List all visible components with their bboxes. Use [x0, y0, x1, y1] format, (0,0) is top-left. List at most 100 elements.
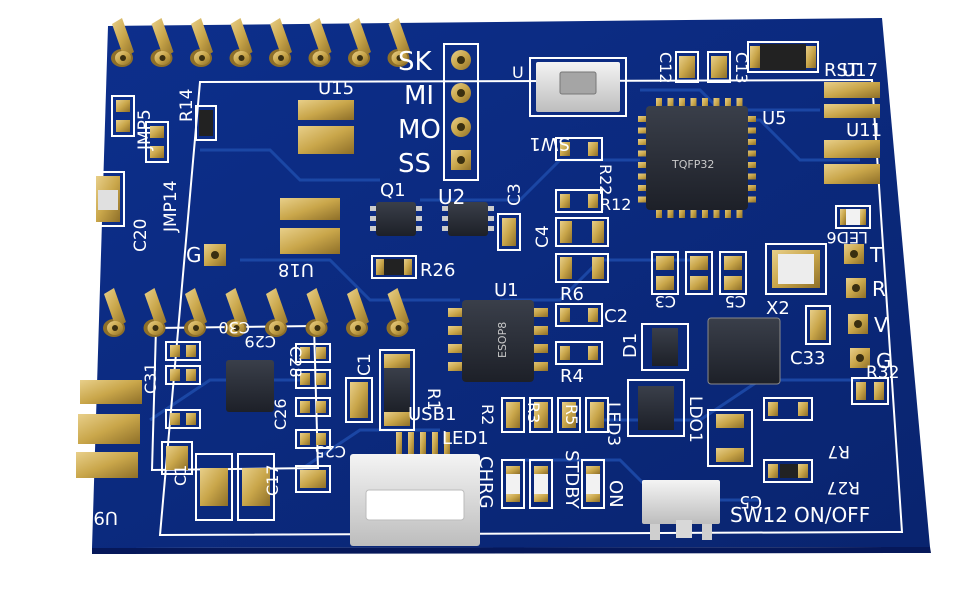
label-u17: U17 [842, 60, 878, 81]
crystal-caps [651, 251, 747, 295]
led6 [835, 205, 871, 229]
label-jmp5: JMP5 [135, 109, 155, 151]
label-sk: SK [398, 47, 433, 77]
label-c20: C20 [131, 218, 151, 252]
silk-labels: SK MI MO SS U15 JMP5 R14 JMP14 C20 G U18… [93, 47, 899, 528]
label-c2: C2 [604, 306, 628, 327]
g-pad-left [204, 244, 226, 266]
label-r4: R4 [560, 366, 584, 387]
label-led3: LED3 [603, 402, 623, 446]
label-mo: MO [398, 115, 441, 145]
power-ic [226, 360, 274, 412]
header-pin [308, 18, 332, 67]
header-pin [265, 288, 288, 337]
usb1-connector [350, 432, 480, 546]
c1-cap [345, 377, 373, 423]
label-tqfp: TQFP32 [671, 158, 714, 171]
label-r5: R5 [562, 404, 581, 425]
c4 [555, 217, 609, 247]
label-ss: SS [398, 149, 431, 179]
label-chrg: CHRG [475, 456, 496, 509]
label-c5-top: C5 [725, 292, 746, 311]
header-pin [224, 288, 248, 337]
c12-cap [675, 51, 699, 83]
u2-chip [442, 202, 494, 236]
header-pin [305, 288, 329, 337]
label-c3: C3 [505, 183, 525, 206]
label-c1: C1 [355, 353, 375, 376]
label-r32: R32 [866, 363, 899, 383]
label-u: U [512, 63, 524, 82]
label-u15: U15 [318, 78, 354, 99]
label-r1: R1 [423, 388, 443, 411]
label-g-left: G [186, 243, 202, 267]
header-pin [386, 288, 410, 337]
label-c26: C26 [271, 398, 290, 430]
label-c-cr: C3 [655, 292, 676, 311]
u11-pads [824, 140, 880, 184]
label-rst: RST [824, 60, 860, 81]
r12 [555, 189, 603, 213]
silk-power-box [150, 324, 320, 472]
label-r26: R26 [420, 260, 455, 281]
u17-pads [824, 82, 880, 118]
label-mi: MI [404, 81, 434, 111]
label-onoff: ON/OFF [794, 503, 870, 527]
header-pin [229, 18, 253, 67]
led-row [501, 397, 609, 509]
label-c31: C31 [141, 362, 160, 394]
label-stdby: STDBY [561, 450, 582, 510]
label-r: R [872, 277, 886, 301]
header-pin [143, 288, 167, 337]
sw1-button [529, 57, 627, 117]
u18-pads [280, 198, 340, 254]
header-pin [150, 18, 174, 67]
label-sw1: SW1 [529, 133, 570, 154]
header-pin [103, 288, 126, 337]
c3-cap [497, 213, 521, 251]
label-ldo1: LDO1 [685, 396, 705, 443]
label-u2: U2 [438, 185, 465, 209]
label-u9: U9 [93, 507, 118, 528]
label-sw12: SW12 [730, 503, 788, 527]
label-r14: R14 [177, 89, 197, 122]
label-c33: C33 [790, 348, 825, 369]
label-c25: C25 [314, 442, 346, 461]
label-d1: D1 [620, 333, 641, 358]
header-pin [346, 288, 369, 337]
label-c5: C5 [739, 491, 762, 511]
label-c28: C28 [286, 346, 305, 378]
label-led1: LED1 [442, 428, 489, 449]
label-r27: R27 [827, 477, 860, 497]
q1-chip [370, 202, 422, 236]
r4 [555, 341, 603, 365]
r22 [555, 137, 603, 161]
c-bottom-right [707, 409, 753, 467]
r7 [763, 397, 813, 421]
label-on: ON [605, 480, 626, 508]
c33 [805, 305, 831, 345]
r27 [763, 459, 813, 483]
label-r2: R2 [478, 404, 497, 425]
label-led6: LED6 [826, 228, 868, 247]
label-r7: R7 [827, 441, 850, 461]
label-jmp14: JMP14 [161, 180, 181, 233]
label-r22: R22 [596, 164, 615, 195]
header-pin [190, 18, 213, 67]
label-c13: C13 [732, 52, 751, 84]
label-r3: R3 [524, 402, 543, 423]
label-u5: U5 [762, 108, 787, 129]
rst-switch [747, 41, 819, 73]
label-c29: C29 [244, 332, 276, 351]
r14 [195, 105, 217, 141]
label-c30: C30 [218, 318, 250, 337]
label-u11: U11 [846, 120, 882, 141]
label-u18: U18 [278, 259, 314, 280]
header-pin [387, 18, 411, 67]
label-c12: C12 [656, 52, 675, 84]
c13-cap [707, 51, 731, 83]
r6 [555, 303, 603, 327]
top-pin-header [111, 18, 411, 67]
u9-pads [76, 380, 142, 478]
label-esop: ESOP8 [496, 322, 509, 358]
